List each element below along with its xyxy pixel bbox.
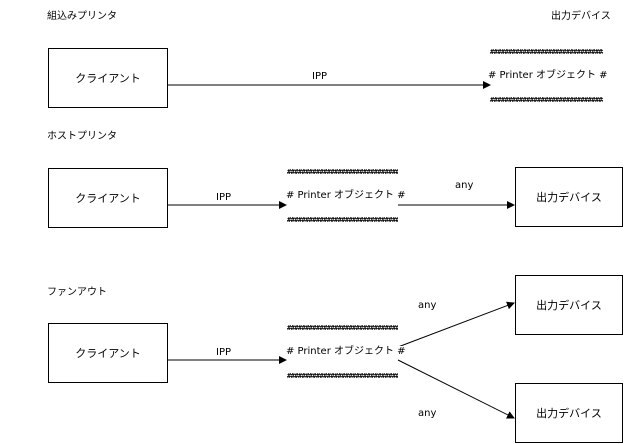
printer-object-embedded: # Printer オブジェクト # (488, 70, 608, 82)
device-box-fanout-top: 出力デバイス (515, 275, 623, 335)
hash-row-bottom-embedded: #################################### (490, 96, 603, 104)
client-box-fanout: クライアント (48, 323, 168, 383)
protocol-label-ipp-embedded: IPP (312, 71, 328, 82)
hash-row-bottom-host: #################################### (287, 216, 398, 224)
protocol-label-any-host: any (455, 180, 474, 191)
printer-object-host: # Printer オブジェクト # (286, 190, 406, 202)
protocol-label-ipp-host: IPP (216, 192, 232, 203)
section-title-host: ホストプリンタ (47, 131, 117, 142)
hash-row-top-host: #################################### (287, 168, 398, 176)
section-title-embedded: 組込みプリンタ (47, 11, 117, 22)
arrow-fanout-any-top (397, 301, 515, 348)
protocol-label-ipp-fanout: IPP (216, 347, 232, 358)
device-box-host: 出力デバイス (515, 167, 623, 227)
protocol-label-any-top: any (418, 300, 437, 311)
client-box-embedded: クライアント (48, 48, 168, 108)
hash-row-bottom-fanout: #################################### (287, 372, 398, 380)
client-box-host: クライアント (48, 168, 168, 228)
hash-row-top-embedded: #################################### (490, 48, 603, 56)
protocol-label-any-bottom: any (418, 408, 437, 419)
printer-object-fanout: # Printer オブジェクト # (286, 346, 406, 358)
device-box-fanout-bottom: 出力デバイス (515, 383, 623, 443)
arrow-fanout-any-bottom (397, 359, 515, 419)
device-header: 出力デバイス (551, 11, 611, 22)
section-title-fanout: ファンアウト (47, 287, 107, 298)
hash-row-top-fanout: #################################### (287, 324, 398, 332)
